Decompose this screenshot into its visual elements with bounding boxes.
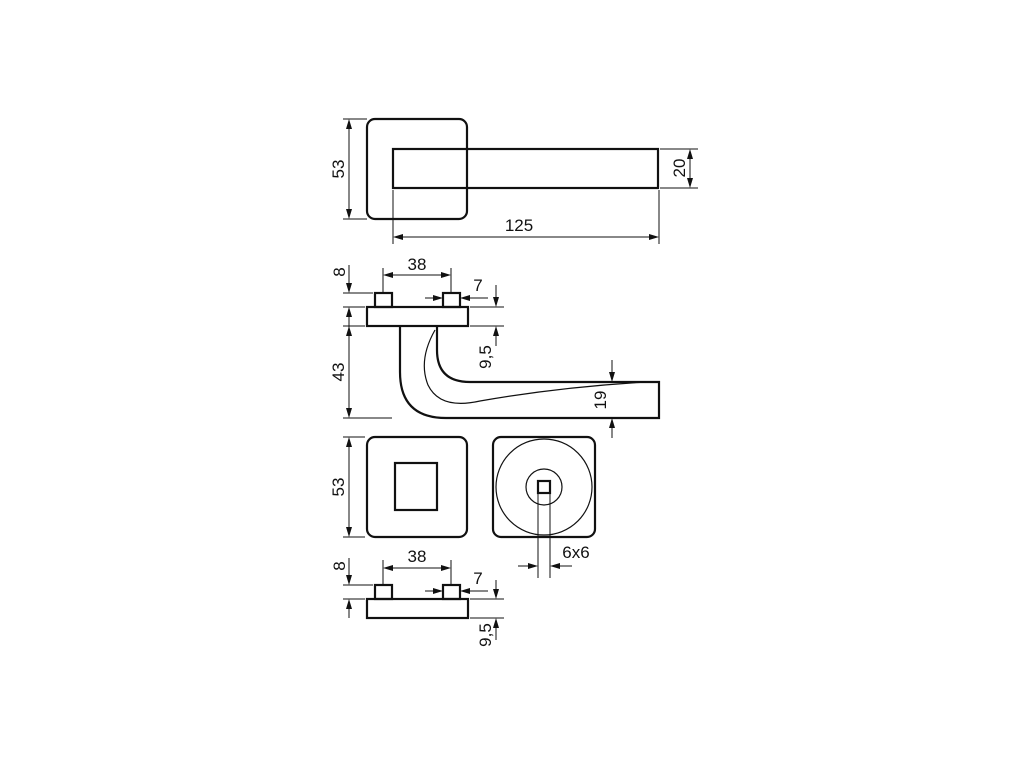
dim-rose-front-height: 53 — [329, 436, 365, 538]
top-view-lever — [391, 147, 660, 190]
dim-top-length: 125 — [392, 190, 660, 244]
rose-back-plate — [491, 435, 597, 539]
side-view-handle-contour — [423, 329, 647, 404]
label-side-rose-thickness: 9,5 — [476, 345, 495, 369]
label-top-length: 125 — [505, 216, 533, 235]
side-view-pin-left — [373, 291, 394, 309]
side-view: 8 38 7 9,5 — [329, 255, 661, 438]
label-side-lever-thickness: 19 — [591, 391, 610, 410]
rose-back-spindle-square — [536, 479, 552, 495]
dim-top-rose-height: 53 — [329, 118, 367, 220]
label-escutcheon-pin-spacing: 38 — [408, 547, 427, 566]
top-view: 53 20 125 — [329, 117, 698, 244]
label-side-pin-width: 7 — [473, 276, 482, 295]
label-escutcheon-pin-width: 7 — [473, 569, 482, 588]
rose-front-square-hole — [393, 461, 439, 512]
top-view-rose — [365, 117, 469, 221]
label-top-lever-height: 20 — [670, 159, 689, 178]
escutcheon-pin-right — [441, 583, 462, 601]
side-view-handle — [398, 326, 661, 420]
dim-top-lever-height: 20 — [660, 148, 698, 189]
dim-side-pin-width: 7 — [425, 276, 488, 301]
dim-rose-back-spindle: 6x6 — [518, 493, 590, 578]
rose-front-plate — [365, 435, 469, 539]
escutcheon-pin-left — [373, 583, 394, 601]
dim-escutcheon-pin-width: 7 — [425, 569, 488, 594]
dim-side-lever-thickness: 19 — [591, 360, 615, 438]
label-rose-front-height: 53 — [329, 478, 348, 497]
rose-front-view: 53 — [329, 435, 469, 539]
rose-back-base-circle — [495, 438, 593, 536]
side-view-pin-right — [441, 291, 462, 309]
rose-back-spindle-boss — [525, 468, 563, 506]
rose-back-view: 6x6 — [491, 435, 597, 578]
escutcheon-side-view: 8 38 7 9,5 — [330, 547, 504, 647]
dim-side-rose-thickness: 9,5 — [470, 285, 504, 369]
label-escutcheon-thickness: 9,5 — [476, 623, 495, 647]
dim-escutcheon-pin-spacing: 38 — [382, 547, 452, 585]
label-rose-back-spindle: 6x6 — [562, 543, 589, 562]
dim-side-pin-spacing: 38 — [382, 255, 452, 293]
label-escutcheon-pin-height: 8 — [330, 561, 349, 570]
side-view-rose — [365, 305, 470, 328]
label-top-rose-height: 53 — [329, 160, 348, 179]
label-side-pin-spacing: 38 — [408, 255, 427, 274]
label-side-pin-height: 8 — [330, 267, 349, 276]
dim-escutcheon-pin-height: 8 — [330, 558, 373, 618]
dim-side-handle-height: 43 — [329, 325, 392, 419]
escutcheon-plate — [365, 597, 470, 620]
label-side-handle-height: 43 — [329, 363, 348, 382]
dim-escutcheon-thickness: 9,5 — [470, 580, 504, 647]
